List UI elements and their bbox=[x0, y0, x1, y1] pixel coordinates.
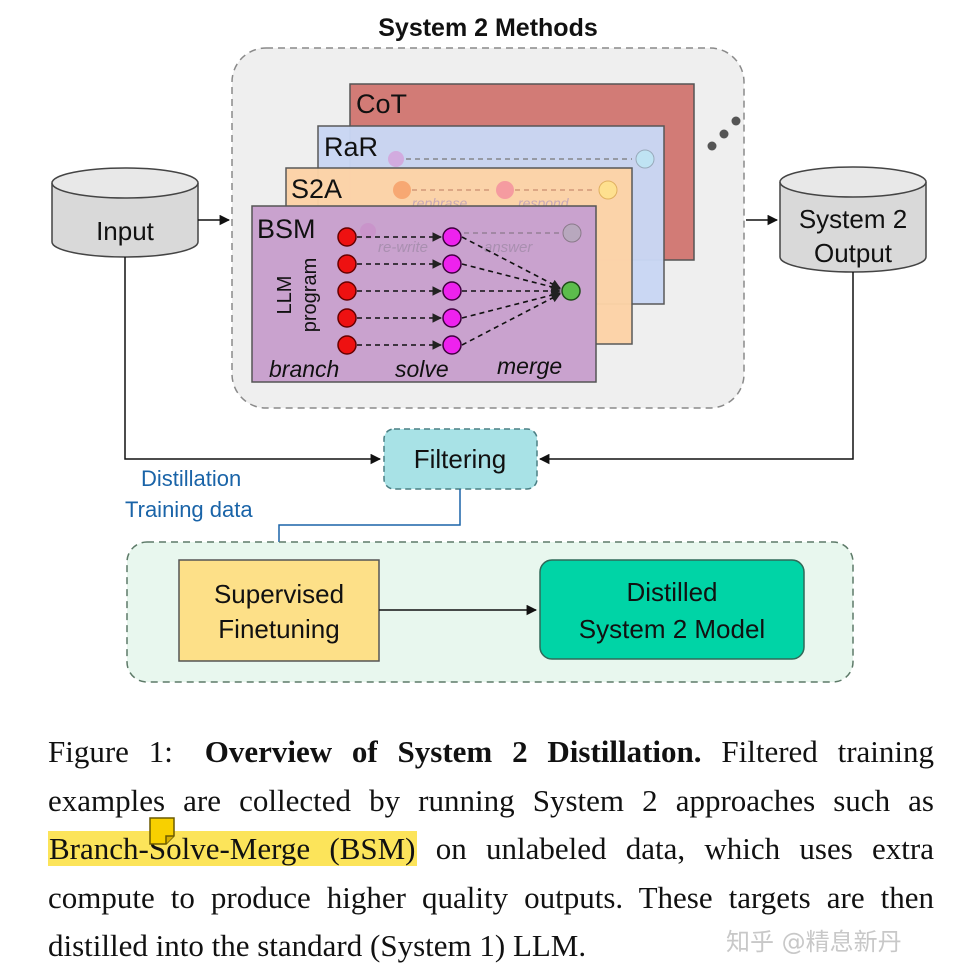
filtering-label: Filtering bbox=[414, 444, 506, 474]
rar-label: RaR bbox=[324, 132, 378, 162]
solve-node bbox=[442, 281, 462, 301]
figure-caption: Figure 1: Overview of System 2 Distillat… bbox=[48, 728, 934, 971]
branch-nodes bbox=[337, 227, 357, 355]
annotation-note-icon[interactable] bbox=[148, 816, 178, 846]
diagram-title: System 2 Methods bbox=[378, 14, 598, 42]
distilled-label-line2: System 2 Model bbox=[579, 614, 765, 644]
caption-title: Overview of System 2 Distillation. bbox=[204, 734, 702, 769]
branch-node bbox=[337, 335, 357, 355]
distillation-label-line2: Training data bbox=[125, 497, 253, 522]
distilled-label-line1: Distilled bbox=[626, 577, 717, 607]
ghost-rewrite: re-write bbox=[378, 239, 428, 256]
branch-to-solve-arrows bbox=[357, 232, 442, 350]
sft-label-line1: Supervised bbox=[214, 579, 344, 609]
output-to-filtering-arrow bbox=[538, 272, 854, 465]
stage-merge: merge bbox=[497, 353, 562, 379]
ghost-answer: answer bbox=[484, 239, 533, 256]
system2-distillation-diagram: System 2 Methods CoT RaR S2A rephrase re… bbox=[51, 14, 927, 683]
branch-node bbox=[337, 281, 357, 301]
solve-node bbox=[442, 254, 462, 274]
output-label-line2: Output bbox=[814, 238, 893, 268]
solve-nodes bbox=[442, 227, 462, 355]
s2a-label: S2A bbox=[291, 174, 342, 204]
output-label-line1: System 2 bbox=[799, 204, 907, 234]
caption-highlight[interactable]: Branch-Solve-Merge (BSM) bbox=[48, 831, 417, 866]
stage-solve: solve bbox=[395, 356, 449, 382]
sft-box bbox=[178, 559, 380, 662]
input-cylinder: Input bbox=[51, 167, 199, 258]
output-cylinder: System 2 Output bbox=[779, 166, 927, 273]
distilled-model-box bbox=[539, 559, 805, 660]
distillation-label-line1: Distillation bbox=[141, 466, 241, 491]
bsm-side-label-program: program bbox=[299, 258, 321, 332]
bsm-side-label-llm: LLM bbox=[274, 276, 296, 315]
input-to-filtering-arrow bbox=[124, 257, 382, 465]
solve-node bbox=[442, 308, 462, 328]
merge-node bbox=[561, 281, 581, 301]
more-methods-ellipsis bbox=[707, 116, 741, 151]
bsm-card bbox=[251, 205, 597, 383]
caption-figure-number: Figure 1: bbox=[48, 734, 173, 769]
bsm-label: BSM bbox=[257, 214, 316, 244]
solve-node bbox=[442, 335, 462, 355]
stage-branch: branch bbox=[269, 356, 339, 382]
cot-label: CoT bbox=[356, 89, 407, 119]
sft-label-line2: Finetuning bbox=[218, 614, 339, 644]
branch-node bbox=[337, 254, 357, 274]
branch-node bbox=[337, 227, 357, 247]
watermark: 知乎 @精息新丹 bbox=[726, 928, 902, 956]
solve-to-merge-arrows bbox=[461, 236, 561, 346]
branch-node bbox=[337, 308, 357, 328]
caption-text-before: Filtered training examples are collected… bbox=[48, 734, 935, 818]
input-label: Input bbox=[96, 216, 155, 246]
caption-text-after: on unlabeled data, which uses extra comp… bbox=[48, 831, 934, 963]
distillation-arrow bbox=[273, 489, 461, 559]
solve-node bbox=[442, 227, 462, 247]
